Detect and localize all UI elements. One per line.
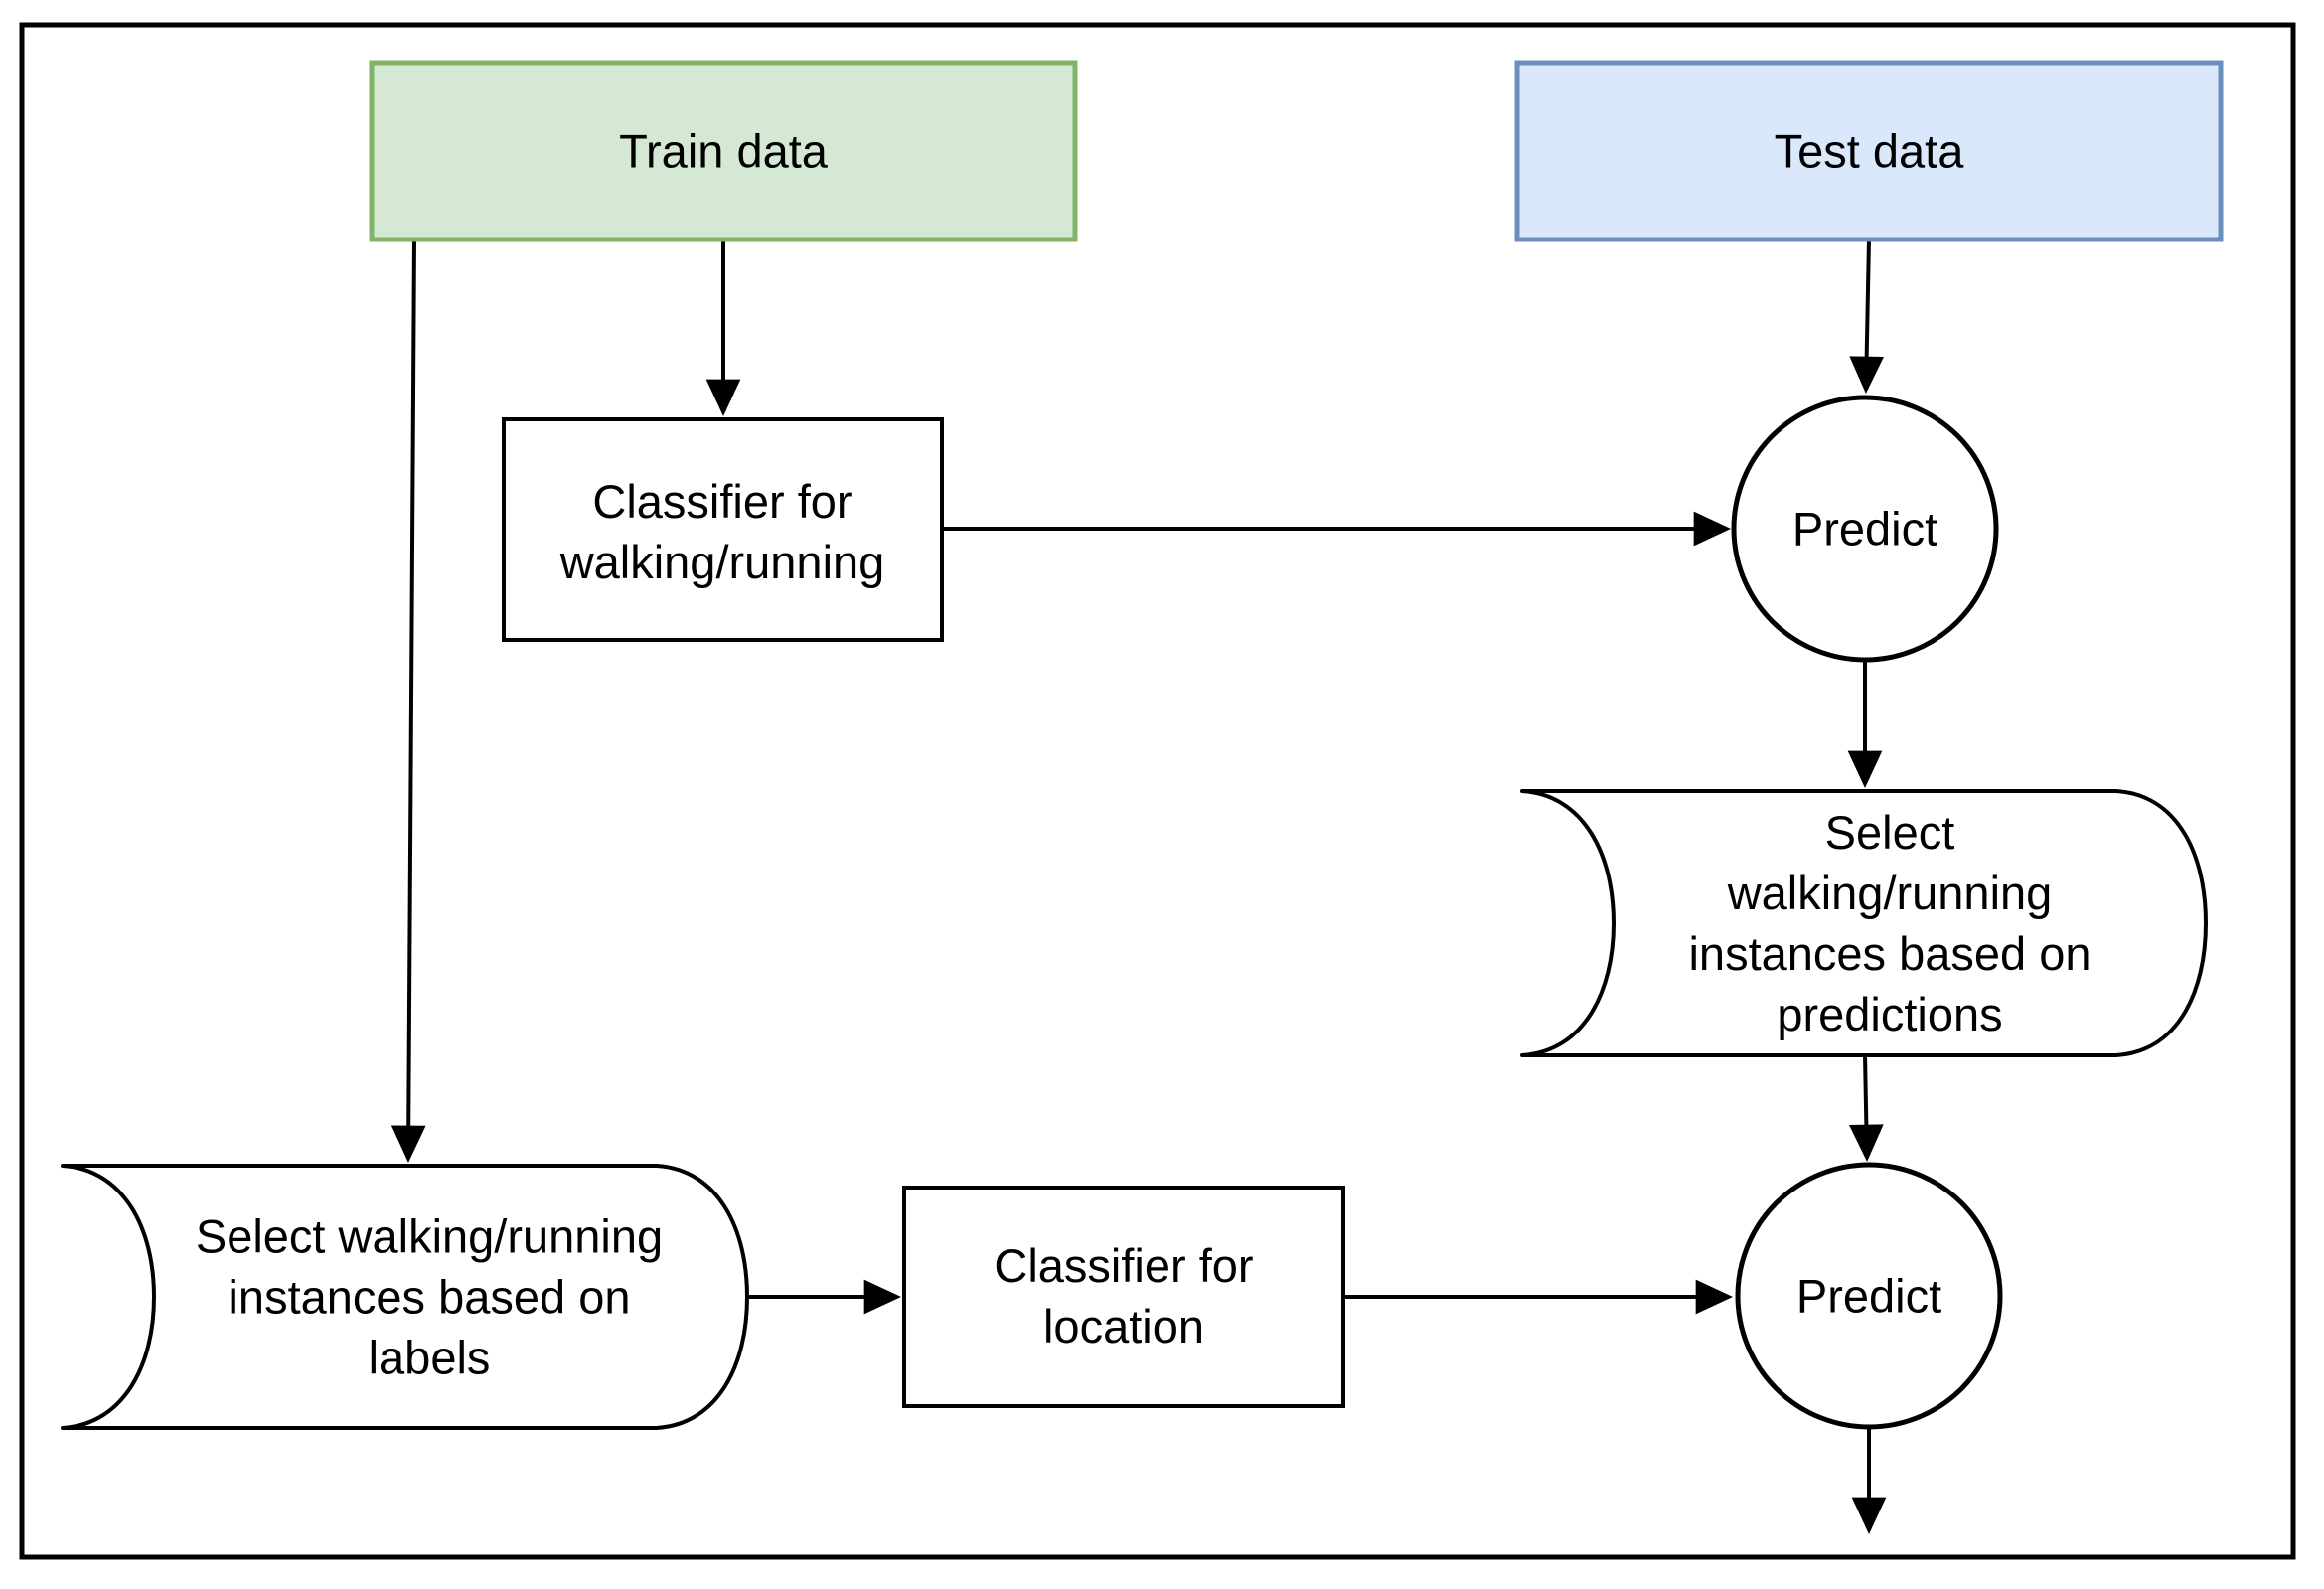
outer-border bbox=[19, 22, 2296, 1560]
train-data-node bbox=[369, 60, 1078, 242]
select-labels-node bbox=[61, 1164, 749, 1430]
classifier-walking-running-node bbox=[502, 417, 944, 642]
edge-test-to-predict-top bbox=[1849, 238, 1884, 394]
predict-top-node bbox=[1731, 395, 1999, 663]
select-predictions-node bbox=[1520, 789, 2208, 1057]
predict-bottom-node bbox=[1735, 1162, 2003, 1430]
edge-train-to-select-labels bbox=[390, 238, 426, 1163]
test-data-node bbox=[1514, 60, 2224, 242]
edge-select-predictions-to-predict-bottom bbox=[1849, 1054, 1884, 1162]
classifier-location-node bbox=[902, 1186, 1345, 1408]
